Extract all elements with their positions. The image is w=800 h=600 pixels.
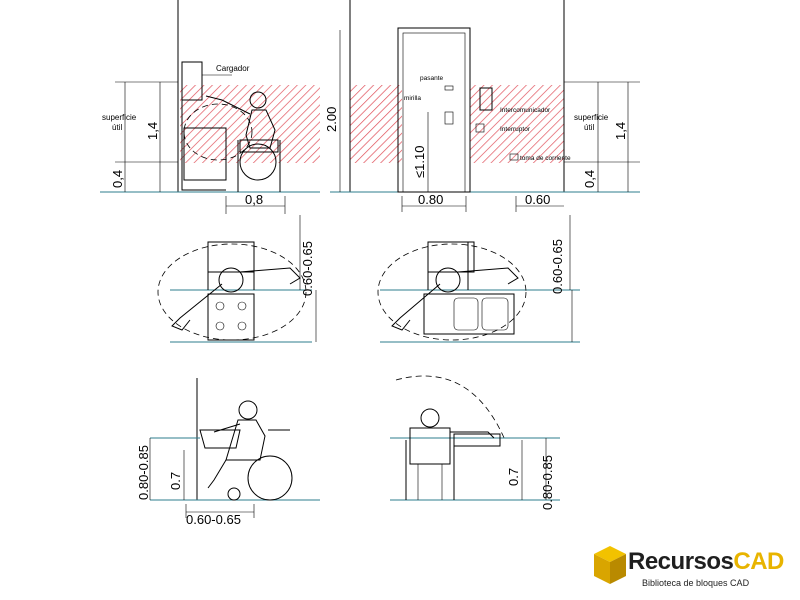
recursoscad-logo: RecursosCAD Biblioteca de bloques CAD <box>590 540 800 600</box>
elevation-door-panel: pasante mirilla Intercomunicador Interru… <box>324 0 640 212</box>
stove <box>207 293 255 341</box>
front-elevation-panel: 0.7 0.80-0.85 <box>390 375 560 510</box>
label-intercomunicador: Intercomunicador <box>500 107 551 114</box>
reach-zone-hatch-right-b <box>470 85 564 163</box>
label-mirilla: mirilla <box>404 95 421 102</box>
dim-080-085-left: 0.80-0.85 <box>136 445 151 500</box>
dim-1-4-right: 1,4 <box>613 122 628 140</box>
dim-1-4-left: 1,4 <box>145 122 160 140</box>
dim-0-60: 0.60 <box>525 192 550 207</box>
side-elevation-panel: 0.80-0.85 0.7 0.60-0.65 <box>136 378 320 527</box>
elevation-charger-panel: 1,4 0,4 superficie útil Cargador 0,8 <box>100 0 320 214</box>
dim-2-00: 2.00 <box>324 107 339 132</box>
dim-1-10: ≤1.10 <box>412 146 427 178</box>
plan-stove-panel: 0.60-0.65 <box>157 215 317 343</box>
dim-080-085-right: 0.80-0.85 <box>540 455 555 510</box>
label-util-right: útil <box>584 123 594 132</box>
reach-zone-hatch-left <box>180 85 320 163</box>
dim-0-8: 0,8 <box>245 192 263 207</box>
logo-tagline: Biblioteca de bloques CAD <box>642 578 750 588</box>
sink <box>423 293 515 335</box>
person-reaching-wall <box>205 91 281 192</box>
label-interruptor: Interruptor <box>500 126 531 133</box>
plan-sink-panel: 0.60-0.65 <box>377 215 580 343</box>
cube-logo-icon <box>594 546 626 584</box>
logo-title: RecursosCAD <box>628 548 784 575</box>
dim-060-065-a: 0.60-0.65 <box>300 241 315 296</box>
reach-zone-hatch-right-a <box>350 85 402 163</box>
label-toma-corriente: toma de corriente <box>520 155 571 162</box>
dim-0-4-right: 0,4 <box>582 170 597 188</box>
dim-0-80: 0.80 <box>418 192 443 207</box>
label-superficie-left: superficie <box>102 113 137 122</box>
door-frame <box>397 27 471 193</box>
dim-07-right: 0.7 <box>506 468 521 486</box>
label-superficie-right: superficie <box>574 113 609 122</box>
label-pasante: pasante <box>420 75 444 82</box>
dim-060-065-bottom: 0.60-0.65 <box>186 512 241 527</box>
label-util-left: útil <box>112 123 122 132</box>
dim-0-4-left: 0,4 <box>110 170 125 188</box>
label-cargador: Cargador <box>216 64 250 73</box>
dim-07-left: 0.7 <box>168 472 183 490</box>
dim-060-065-b: 0.60-0.65 <box>550 239 565 294</box>
wheelchair-wheel-large <box>247 455 293 501</box>
